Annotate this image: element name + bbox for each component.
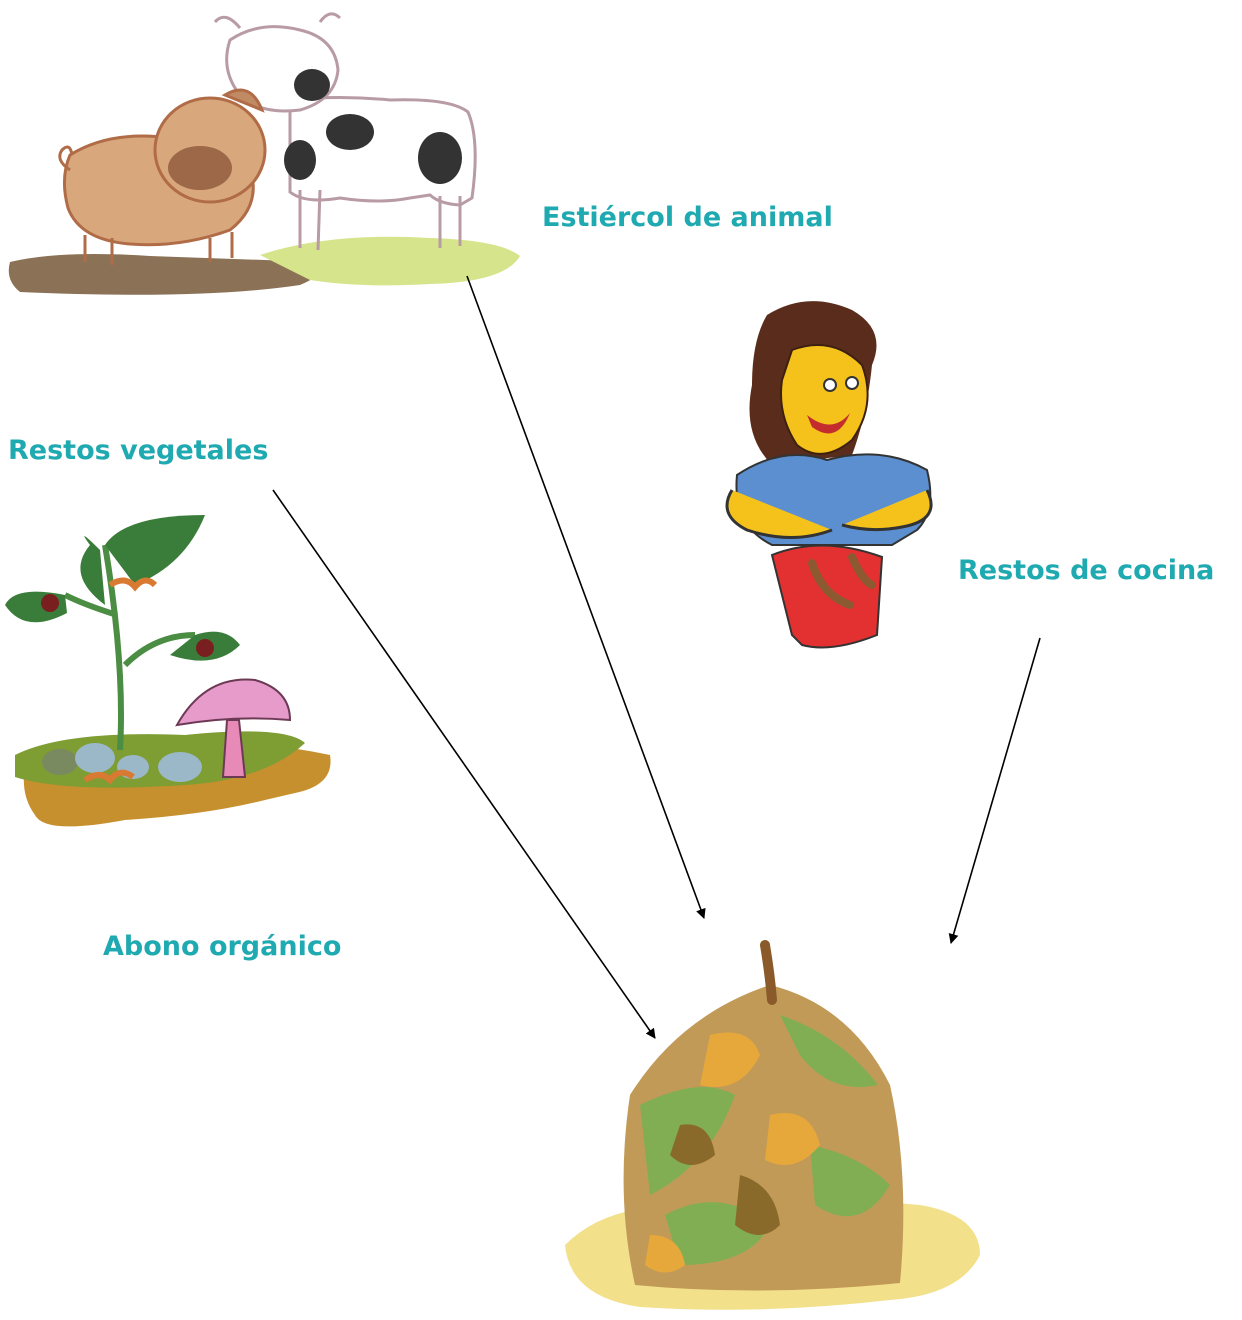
arrow-manure-to-compost — [467, 276, 704, 918]
plant-waste-label: Restos vegetales — [8, 437, 268, 464]
woman-with-bucket-illustration — [712, 295, 942, 660]
pig-and-cow-illustration — [0, 0, 525, 305]
kitchen-waste-label: Restos de cocina — [958, 557, 1214, 584]
arrow-kitchen-to-compost — [951, 638, 1040, 943]
plant-mushroom-illustration — [5, 515, 340, 840]
compost-heap-illustration — [560, 945, 985, 1320]
compost-label: Abono orgánico — [103, 933, 341, 960]
manure-label: Estiércol de animal — [542, 204, 833, 231]
